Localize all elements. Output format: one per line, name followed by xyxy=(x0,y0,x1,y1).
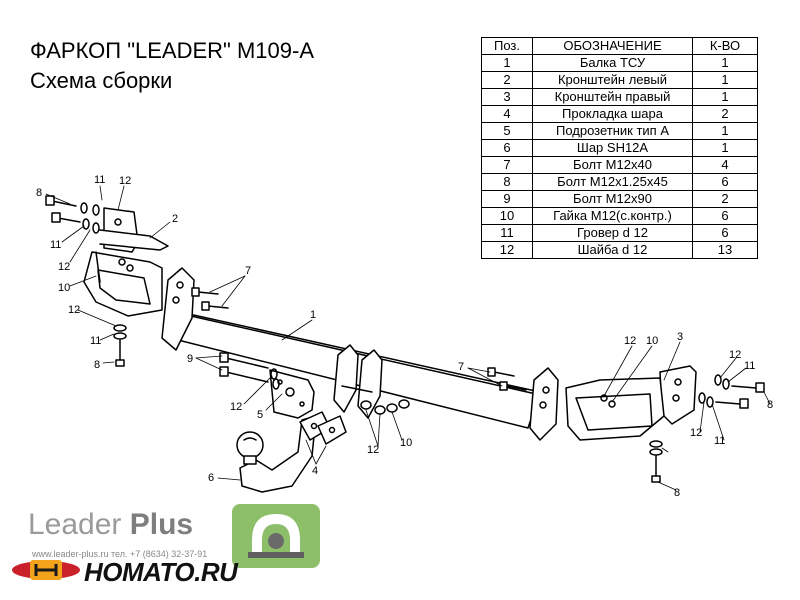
left-bracket xyxy=(83,207,169,317)
callout: 2 xyxy=(172,213,178,225)
cell-position: 11 xyxy=(481,224,533,242)
callout: 11 xyxy=(90,335,101,347)
beam-left-plate xyxy=(161,267,195,351)
callout: 12 xyxy=(367,444,379,456)
homato-wordmark: HOMATO.RU xyxy=(84,557,238,587)
callout: 12 xyxy=(68,304,80,316)
callout: 12 xyxy=(230,401,242,413)
callout: 8 xyxy=(767,399,773,411)
callout: 7 xyxy=(458,361,464,373)
callout: 6 xyxy=(208,472,214,484)
callout: 9 xyxy=(187,353,193,365)
callout: 11 xyxy=(714,435,725,447)
callout: 12 xyxy=(119,175,131,187)
callout: 11 xyxy=(744,360,755,372)
callout: 8 xyxy=(94,359,100,371)
bolts-item9 xyxy=(219,352,280,390)
bolts-item7-left xyxy=(191,287,229,311)
right-bracket xyxy=(565,365,697,441)
callout: 4 xyxy=(312,465,318,477)
callout: 8 xyxy=(36,187,42,199)
cell-designation: Кронштейн левый xyxy=(532,71,693,89)
cell-quantity: 1 xyxy=(692,122,758,140)
callout: 12 xyxy=(729,349,741,361)
right-bracket-bolts xyxy=(649,374,765,483)
brand-name-bold: Plus xyxy=(129,508,194,541)
callout: 12 xyxy=(690,427,702,439)
cell-quantity: 13 xyxy=(692,241,758,259)
socket-plate xyxy=(269,369,315,419)
leader-plus-logo-icon xyxy=(232,504,320,568)
cell-designation: Подрозетник тип А xyxy=(532,122,693,140)
callout: 8 xyxy=(674,487,680,499)
callout: 10 xyxy=(646,335,658,347)
leader-lines xyxy=(45,185,771,491)
title-line-subtitle: Схема сборки xyxy=(30,68,173,93)
cell-designation: Прокладка шара xyxy=(532,105,693,123)
callout: 1 xyxy=(310,309,316,321)
beam-right-plate xyxy=(529,367,559,441)
title-line-model: ФАРКОП "LEADER" M109-A xyxy=(30,38,314,63)
ball-mount-fasteners xyxy=(360,399,410,415)
brand-name: Leader Plus xyxy=(28,508,193,542)
callout: 11 xyxy=(94,174,105,186)
cell-designation: Гайка М12(с.контр.) xyxy=(532,207,693,225)
callout: 12 xyxy=(624,335,636,347)
brand-contact: www.leader-plus.ru тел. +7 (8634) 32-37-… xyxy=(32,549,208,559)
brand-name-light: Leader xyxy=(28,508,130,541)
homato-logo-icon xyxy=(12,560,80,580)
drawing-title: ФАРКОП "LEADER" M109-A Схема сборки xyxy=(30,36,314,96)
cell-designation: Болт М12х90 xyxy=(532,190,693,208)
callout: 3 xyxy=(677,331,683,343)
cell-designation: Шайба d 12 xyxy=(532,241,693,259)
callout: 12 xyxy=(58,261,70,273)
cell-designation: Шар SH12A xyxy=(532,139,693,157)
callout: 10 xyxy=(400,437,412,449)
header-position: Поз. xyxy=(481,37,533,55)
left-bracket-bolts xyxy=(45,195,127,367)
callout: 7 xyxy=(245,265,251,277)
callout: 5 xyxy=(257,409,263,421)
parts-table-header: Поз. ОБОЗНАЧЕНИЕ К-ВО xyxy=(481,37,758,55)
callout: 11 xyxy=(50,239,61,251)
callout: 10 xyxy=(58,282,70,294)
ball-spacers xyxy=(299,411,347,445)
bolts-item7-right xyxy=(487,367,527,391)
callout-numbers: 8 11 12 2 11 12 10 12 11 8 7 1 9 12 5 12… xyxy=(36,174,773,499)
